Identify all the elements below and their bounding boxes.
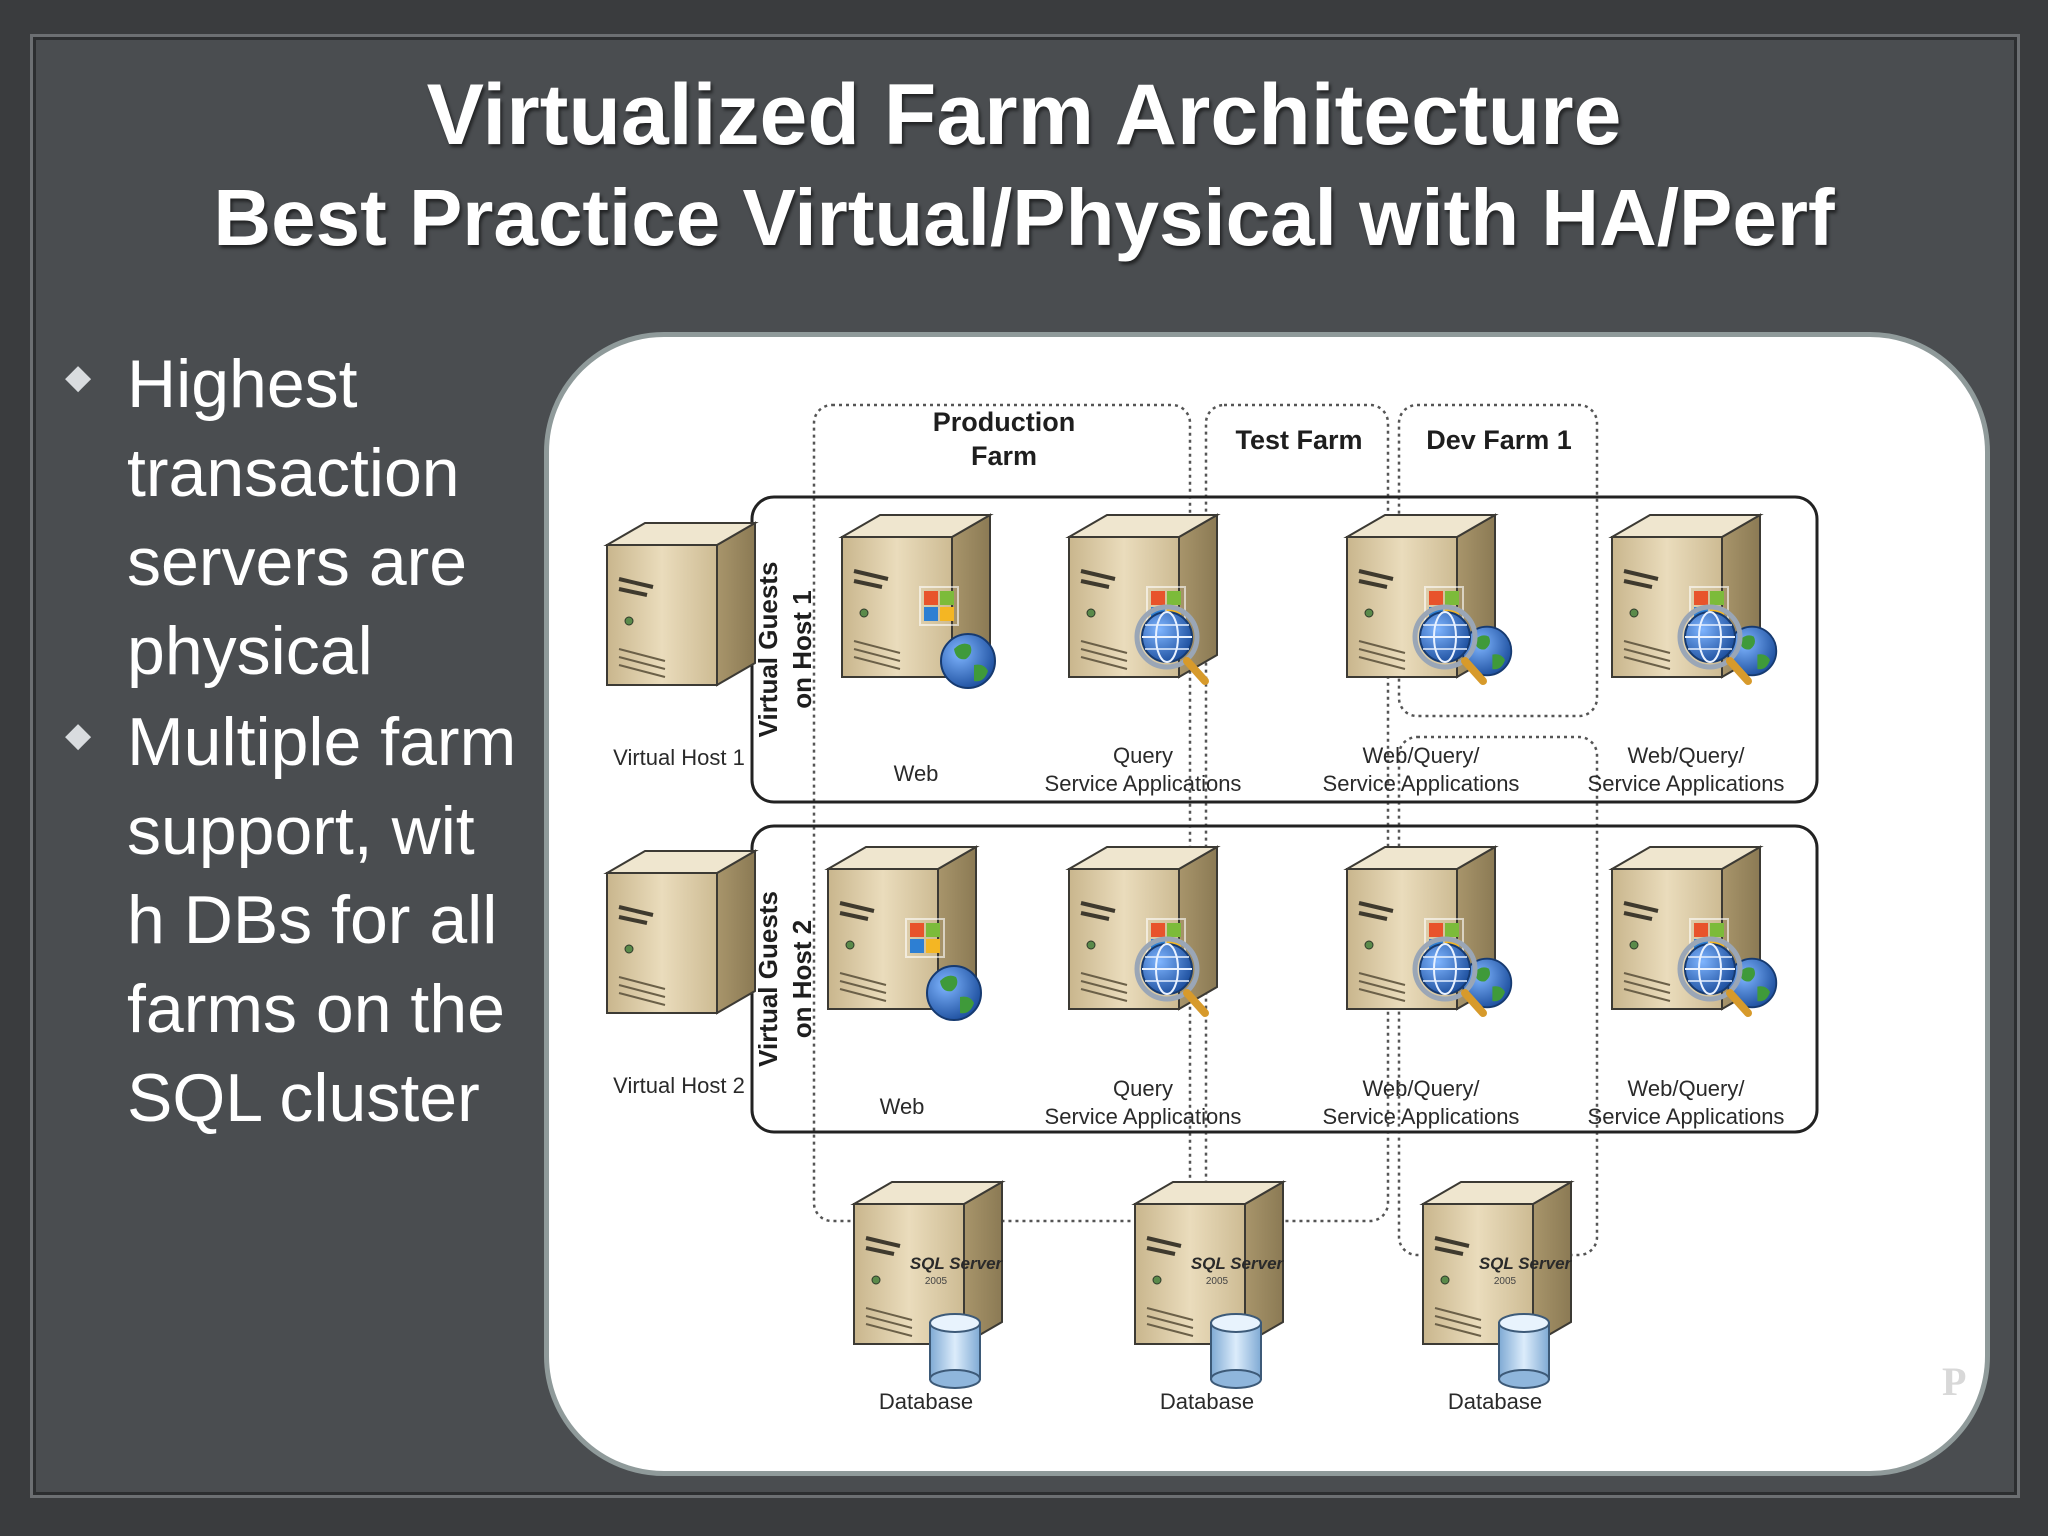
virtual-host-label: Virtual Host 1 — [613, 745, 745, 770]
diamond-bullet-icon: ◆ — [65, 716, 92, 754]
farm-boundary-test — [1204, 403, 1390, 1223]
guest-label: Query — [1113, 743, 1173, 768]
guest-label: Web/Query/ — [1363, 1076, 1481, 1101]
globe-icon — [940, 633, 996, 689]
database-cylinder-icon — [1498, 1313, 1550, 1389]
virtual-host-label: Virtual Host 2 — [613, 1073, 745, 1098]
bullet-text: Multiple farm support, wit h DBs for all… — [127, 704, 517, 1136]
guest-label-line2: Service Applications — [1323, 771, 1520, 796]
bullet-text: Highest transaction servers are physical — [127, 346, 468, 689]
bullet-item: ◆ Highest transaction servers are physic… — [55, 340, 525, 696]
sql-server-logo-year: 2005 — [1494, 1276, 1517, 1287]
guest-label: Web — [880, 1094, 925, 1119]
bullet-list: ◆ Highest transaction servers are physic… — [55, 340, 525, 1145]
sql-server-logo-text: SQL Server — [910, 1254, 1004, 1273]
guest-label: Web/Query/ — [1628, 743, 1746, 768]
farm-label-test: Test Farm — [1235, 425, 1362, 455]
sql-server-logo-text: SQL Server — [1191, 1254, 1285, 1273]
bullet-item: ◆ Multiple farm support, wit h DBs for a… — [55, 698, 525, 1143]
physical-server-icon — [605, 521, 757, 687]
physical-server-icon — [605, 849, 757, 1015]
sql-server-logo-year: 2005 — [925, 1276, 948, 1287]
host-group-label: Virtual Guests — [753, 562, 783, 738]
globe-icon — [926, 965, 982, 1021]
guest-label: Web/Query/ — [1628, 1076, 1746, 1101]
farm-label-dev1: Dev Farm 1 — [1426, 425, 1572, 455]
database-label: Database — [879, 1389, 973, 1414]
guest-label: Web — [894, 761, 939, 786]
slide-subtitle: Best Practice Virtual/Physical with HA/P… — [213, 173, 1835, 262]
database-label: Database — [1448, 1389, 1542, 1414]
diamond-bullet-icon: ◆ — [65, 358, 92, 396]
database-label: Database — [1160, 1389, 1254, 1414]
host-group-label-line2: on Host 1 — [787, 590, 817, 708]
guest-label-line2: Service Applications — [1045, 1104, 1242, 1129]
sql-server-logo-year: 2005 — [1206, 1276, 1229, 1287]
farm-label-production: Production — [933, 407, 1076, 437]
guest-label-line2: Service Applications — [1588, 1104, 1785, 1129]
guest-label: Query — [1113, 1076, 1173, 1101]
corner-logo-letter: P — [1942, 1359, 1967, 1404]
guest-label: Web/Query/ — [1363, 743, 1481, 768]
guest-label-line2: Service Applications — [1323, 1104, 1520, 1129]
host-group-label: Virtual Guests — [753, 891, 783, 1067]
guest-label-line2: Service Applications — [1045, 771, 1242, 796]
host-group-label-line2: on Host 2 — [787, 920, 817, 1038]
database-cylinder-icon — [929, 1313, 981, 1389]
guest-label-line2: Service Applications — [1588, 771, 1785, 796]
database-cylinder-icon — [1210, 1313, 1262, 1389]
farm-label-production-line2: Farm — [971, 441, 1037, 471]
sql-server-logo-text: SQL Server — [1479, 1254, 1573, 1273]
slide-title: Virtualized Farm Architecture — [426, 67, 1622, 163]
